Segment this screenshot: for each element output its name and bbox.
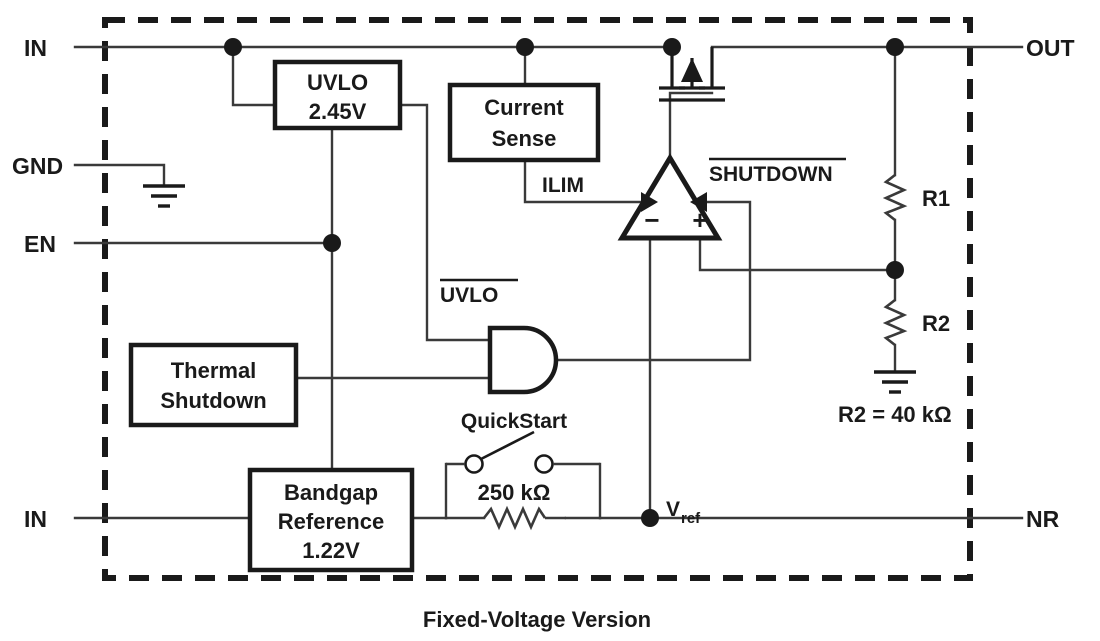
resistor-r2-label: R2 [922,311,950,336]
wire-and-out-to-shutdown [556,200,752,362]
block-current-sense-label-line1: Current [484,95,564,120]
comparator-plus-sign: + [692,205,707,235]
resistor-250k-label: 250 kΩ [478,480,551,505]
comparator-minus-sign: − [644,205,659,235]
resistor-r2-value-annotation: R2 = 40 kΩ [838,402,952,427]
block-current-sense[interactable]: Current Sense [447,82,601,163]
junction-dots [224,38,904,527]
block-thermal-label-line1: Thermal [171,358,257,383]
pin-label-in-top: IN [24,35,47,61]
ground-symbol-r2 [874,370,916,394]
pmos-pass-transistor[interactable] [659,47,725,102]
ground-symbol-gnd-pin [143,184,185,208]
wire-comparator-to-mosfet-gate [668,91,714,160]
quickstart-terminal-right [534,454,554,474]
junction-in-current-sense [516,38,534,56]
wire-network [73,45,1024,520]
block-uvlo-label-line1: UVLO [307,70,368,95]
signal-vref-subscript: ref [681,510,701,527]
signal-vref-label: V [666,498,680,521]
and-gate[interactable] [487,325,559,395]
block-bandgap-label-line3: 1.22V [302,538,360,563]
junction-out-divider [886,38,904,56]
ic-boundary-dashed-border [102,17,973,581]
wire-feedback-tap [698,236,897,272]
resistor-r1 [882,173,908,222]
block-bandgap-label-line1: Bandgap [284,480,378,505]
pin-label-gnd: GND [12,153,63,179]
block-bandgap-reference[interactable]: Bandgap Reference 1.22V [247,467,415,573]
diagram-caption: Fixed-Voltage Version [423,607,651,632]
block-current-sense-label-line2: Sense [492,126,557,151]
comparator-input-arrow-shutdown [690,192,707,212]
junction-in-mosfet-source [663,38,681,56]
signal-vref: V ref [666,498,701,527]
quickstart-terminal-left [464,454,484,474]
resistor-r2 [882,298,908,347]
wire-in-to-uvlo [231,45,277,107]
block-bandgap-label-line2: Reference [278,509,384,534]
block-uvlo[interactable]: UVLO 2.45V [272,59,403,131]
signal-shutdown: SHUTDOWN [709,157,846,186]
wire-gnd-pin [73,163,166,188]
comparator-input-arrow-ilim [641,192,658,212]
junction-en-node [323,234,341,252]
signal-ilim-label: ILIM [542,174,584,197]
resistor-250k [482,505,566,531]
pin-label-out: OUT [1026,35,1075,61]
wire-ilim [523,158,643,204]
quickstart-switch-blade [480,430,535,461]
junction-in-uvlo [224,38,242,56]
junction-vref-node [641,509,659,527]
block-thermal-label-line2: Shutdown [160,388,266,413]
signal-uvlo-bar-label: UVLO [440,284,498,307]
quickstart-label: QuickStart [461,410,567,433]
block-uvlo-label-line2: 2.45V [309,99,367,124]
resistor-r1-label: R1 [922,186,950,211]
signal-uvlo-bar: UVLO [440,278,518,307]
block-thermal-shutdown[interactable]: Thermal Shutdown [128,342,299,428]
wire-uvlo-bar-to-and [398,103,492,342]
pin-label-en: EN [24,231,56,257]
error-comparator[interactable]: − + [617,153,723,241]
signal-shutdown-label: SHUTDOWN [709,163,833,186]
quickstart-switch[interactable] [446,430,600,474]
pin-label-in-bottom: IN [24,506,47,532]
pin-label-nr: NR [1026,506,1060,532]
junction-divider-tap [886,261,904,279]
